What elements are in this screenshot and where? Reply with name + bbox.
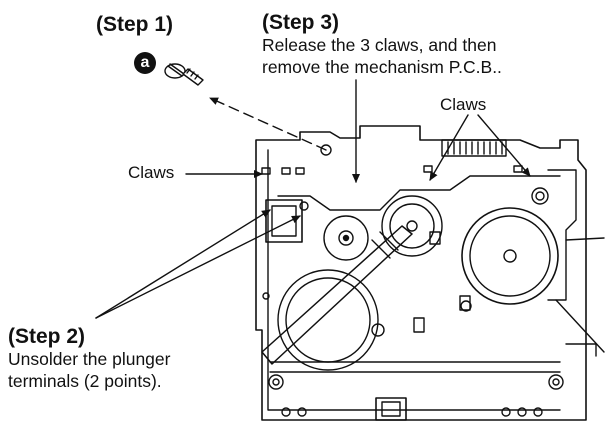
- step-3-line-1: Release the 3 claws, and then: [262, 35, 497, 55]
- belt-hatch: [371, 231, 399, 259]
- step-3-line-2: remove the mechanism P.C.B..: [262, 57, 502, 77]
- step-2-pointer-2: [95, 215, 301, 319]
- step-2-line-2: terminals (2 points).: [8, 371, 162, 391]
- mechanism-chassis: [255, 125, 587, 421]
- step-3-title: (Step 3): [262, 11, 340, 34]
- step-2-title: (Step 2): [8, 325, 86, 348]
- claws-label-left: Claws: [128, 163, 175, 182]
- gear-train: [277, 187, 559, 371]
- wire-harness: [555, 237, 605, 357]
- drive-belt: [261, 225, 413, 365]
- screw-marker-badge: a: [134, 52, 156, 74]
- mounting-holes: [262, 144, 564, 417]
- step-2-line-1: Unsolder the plunger: [8, 349, 171, 369]
- step-2-pointer-1: [95, 209, 271, 319]
- screw-icon: [164, 63, 204, 86]
- claws-label-top: Claws: [440, 95, 487, 114]
- terminals: [413, 231, 471, 333]
- step-1-title: (Step 1): [96, 13, 174, 36]
- screw-removal-path: [209, 97, 327, 151]
- claws-top-pointer-left: [429, 114, 469, 181]
